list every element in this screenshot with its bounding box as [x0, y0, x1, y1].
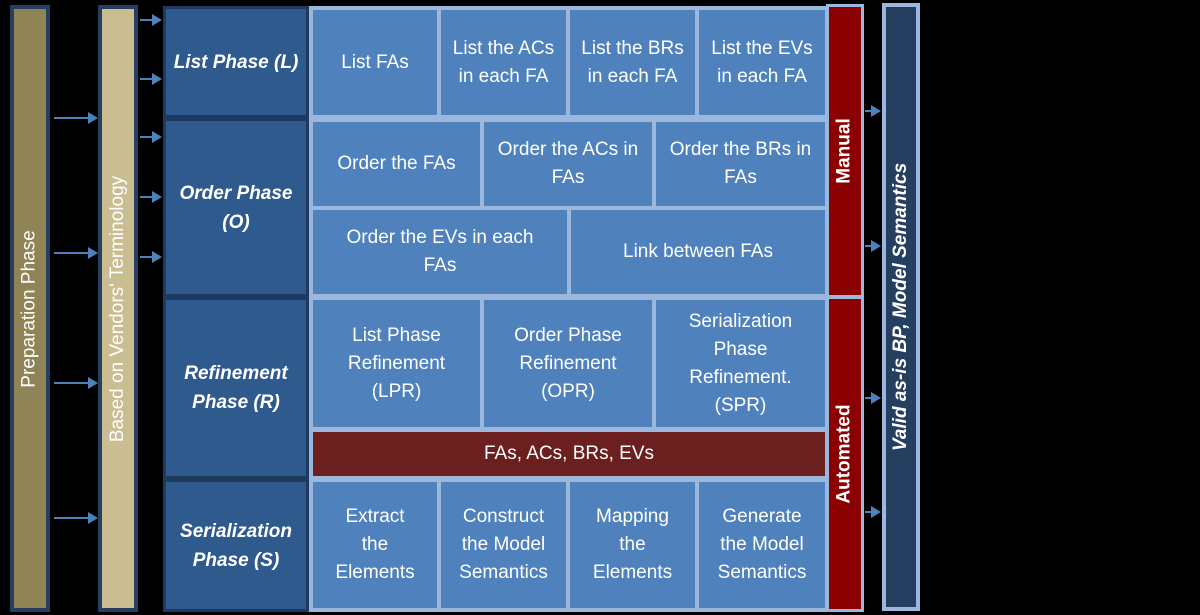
- arrow-icon: [140, 251, 162, 263]
- arrow-icon: [140, 191, 162, 203]
- manual-bar: Manual: [826, 4, 864, 298]
- refinement-phase-label: Refinement Phase (R): [163, 297, 309, 479]
- arrow-icon: [54, 112, 98, 124]
- order-activity: Order the ACs in FAs: [484, 122, 652, 206]
- serialization-phase-label: Serialization Phase (S): [163, 479, 309, 612]
- vendors-terminology-bar: Based on Vendors' Terminology: [98, 5, 138, 612]
- arrow-icon: [54, 512, 98, 524]
- arrow-icon: [865, 240, 881, 252]
- arrow-icon: [54, 247, 98, 259]
- arrow-icon: [140, 131, 162, 143]
- order-activity: Order the FAs: [313, 122, 480, 206]
- preparation-phase-label: Preparation Phase: [19, 229, 41, 388]
- arrow-icon: [865, 105, 881, 117]
- order-phase-label: Order Phase (O): [163, 118, 309, 297]
- order-activity: Order the BRs in FAs: [656, 122, 825, 206]
- manual-label: Manual: [834, 118, 856, 184]
- order-activity: Order the EVs in each FAs: [313, 210, 567, 294]
- list-phase-label: List Phase (L): [163, 6, 309, 118]
- list-activity: List FAs: [313, 10, 437, 115]
- serialization-activity: Construct the Model Semantics: [441, 482, 566, 608]
- arrow-icon: [865, 392, 881, 404]
- output-bar: Valid as-is BP, Model Semantics: [882, 3, 920, 611]
- preparation-phase-bar: Preparation Phase: [10, 5, 50, 612]
- serialization-activity: Extract the Elements: [313, 482, 437, 608]
- arrow-icon: [865, 506, 881, 518]
- refinement-activity: Serialization Phase Refinement. (SPR): [656, 300, 825, 427]
- refinement-activity: Order Phase Refinement (OPR): [484, 300, 652, 427]
- list-activity: List the BRs in each FA: [570, 10, 695, 115]
- refinement-activity: List Phase Refinement (LPR): [313, 300, 480, 427]
- output-label: Valid as-is BP, Model Semantics: [890, 162, 911, 452]
- order-activity: Link between FAs: [571, 210, 825, 294]
- serialization-activity: Mapping the Elements: [570, 482, 695, 608]
- automated-bar: Automated: [826, 296, 864, 612]
- list-activity: List the ACs in each FA: [441, 10, 566, 115]
- arrow-icon: [140, 73, 162, 85]
- arrow-icon: [140, 14, 162, 26]
- refinement-elements-band: FAs, ACs, BRs, EVs: [313, 432, 825, 476]
- arrow-icon: [54, 377, 98, 389]
- automated-label: Automated: [834, 404, 856, 504]
- vendors-terminology-label: Based on Vendors' Terminology: [107, 175, 128, 442]
- list-activity: List the EVs in each FA: [699, 10, 825, 115]
- serialization-activity: Generate the Model Semantics: [699, 482, 825, 608]
